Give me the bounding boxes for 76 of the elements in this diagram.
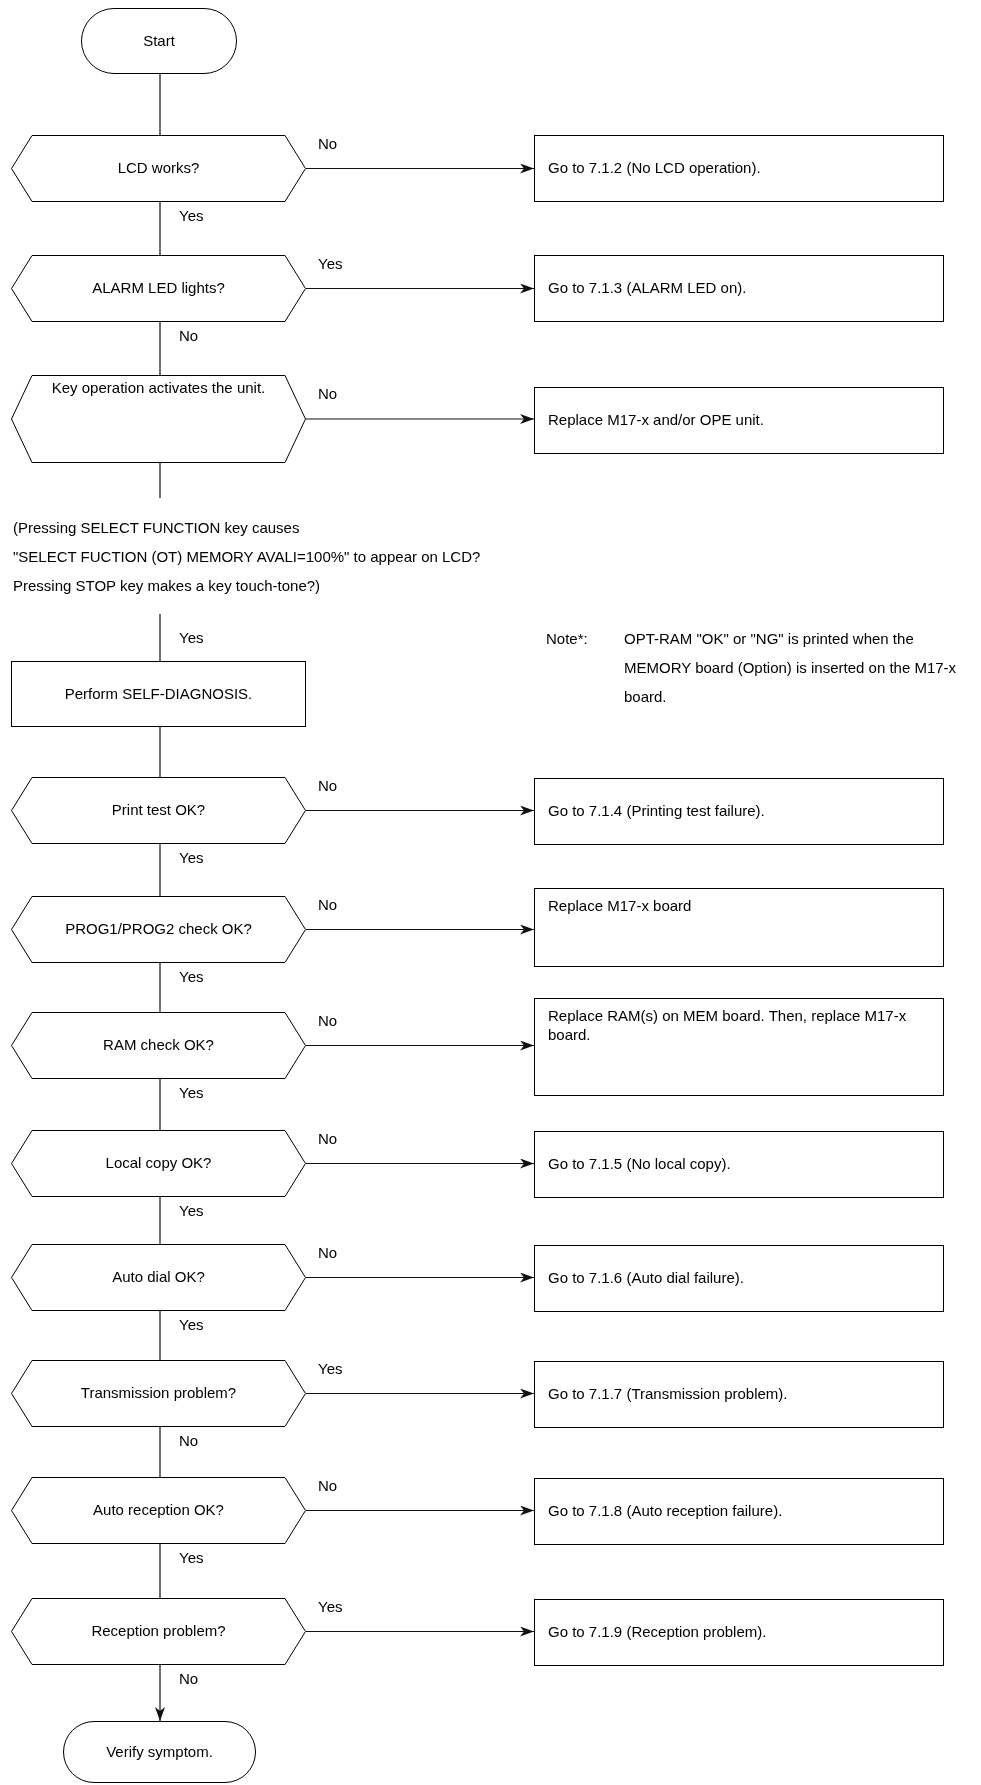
arrow [305,163,535,174]
note-text: (Pressing SELECT FUNCTION key causes [13,518,301,538]
node-text: Verify symptom. [106,1742,213,1762]
node-text: Go to 7.1.3 (ALARM LED on). [548,279,747,298]
arrow [305,1158,535,1169]
decision-hexagon [11,375,306,463]
process-box [11,661,306,727]
process-box [534,135,944,202]
node-text: Replace M17-x board [548,897,692,916]
connector-line [159,1196,161,1245]
arrow [305,283,535,294]
decision-hexagon [11,1598,306,1665]
arrow [305,1040,535,1051]
process-box [534,1131,944,1198]
process-box [534,1599,944,1666]
connector-line [159,73,161,136]
node-text: Transmission problem? [80,1384,237,1402]
note-marker: Note*: [546,629,588,649]
connector-line [159,321,161,376]
process-box [534,1361,944,1428]
connector-line [159,1310,161,1361]
arrow [305,414,535,424]
connector-line [159,1543,161,1599]
arrow [305,1272,535,1283]
connector-line [159,843,161,897]
decision-hexagon [11,1130,306,1197]
node-text: Replace M17-x and/or OPE unit. [548,411,764,430]
node-text: PROG1/PROG2 check OK? [65,920,252,938]
connector-line [159,201,161,256]
node-text: Go to 7.1.6 (Auto dial failure). [548,1269,744,1288]
decision-hexagon [11,1244,306,1311]
node-text: Go to 7.1.9 (Reception problem). [548,1623,767,1642]
note-text: "SELECT FUCTION (OT) MEMORY AVALI=100%" to appear on LCD? [13,547,481,567]
arrow [155,1664,165,1722]
node-text: Replace RAM(s) on MEM board. Then, replace M17-x board. [548,1007,908,1045]
node-text: Reception problem? [91,1622,226,1640]
node-text: Go to 7.1.2 (No LCD operation). [548,159,761,178]
connector-line [159,1078,161,1131]
decision-hexagon [11,1012,306,1079]
process-box [534,255,944,322]
node-text: ALARM LED lights? [92,279,225,297]
node-text: Local copy OK? [105,1154,212,1172]
node-text: Key operation activates the unit. [51,379,266,396]
node-text: LCD works? [117,159,200,177]
arrow [305,805,535,816]
connector-line [159,1426,161,1478]
node-text: Go to 7.1.4 (Printing test failure). [548,802,765,821]
connector-line [159,962,161,1013]
node-text: Go to 7.1.7 (Transmission problem). [548,1385,788,1404]
arrow [305,1388,535,1399]
decision-hexagon [11,135,306,202]
node-text: Start [143,31,175,51]
arrow [305,1505,535,1516]
note-text: Pressing STOP key makes a key touch-tone?) [13,576,322,596]
arrow [305,924,535,935]
decision-hexagon [11,1477,306,1544]
decision-hexagon [11,255,306,322]
node-text: Go to 7.1.5 (No local copy). [548,1155,731,1174]
process-box [534,387,944,454]
node-text: Perform SELF-DIAGNOSIS. [64,684,253,704]
node-text: Print test OK? [111,801,206,819]
process-box [534,1478,944,1545]
node-text: Go to 7.1.8 (Auto reception failure). [548,1502,783,1521]
node-text: Auto dial OK? [112,1268,205,1286]
decision-hexagon [11,896,306,963]
note-text: OPT-RAM "OK" or "NG" is printed when the MEMORY board (Option) is inserted on the M17-x board. [624,629,958,707]
process-box [534,778,944,845]
decision-hexagon [11,1360,306,1427]
process-box [534,888,944,967]
decision-hexagon [11,777,306,844]
node-text: RAM check OK? [103,1036,214,1054]
process-box [534,1245,944,1312]
process-box [534,998,944,1096]
connector-line [159,726,161,778]
node-text: Auto reception OK? [93,1501,224,1519]
arrow [305,1626,535,1637]
